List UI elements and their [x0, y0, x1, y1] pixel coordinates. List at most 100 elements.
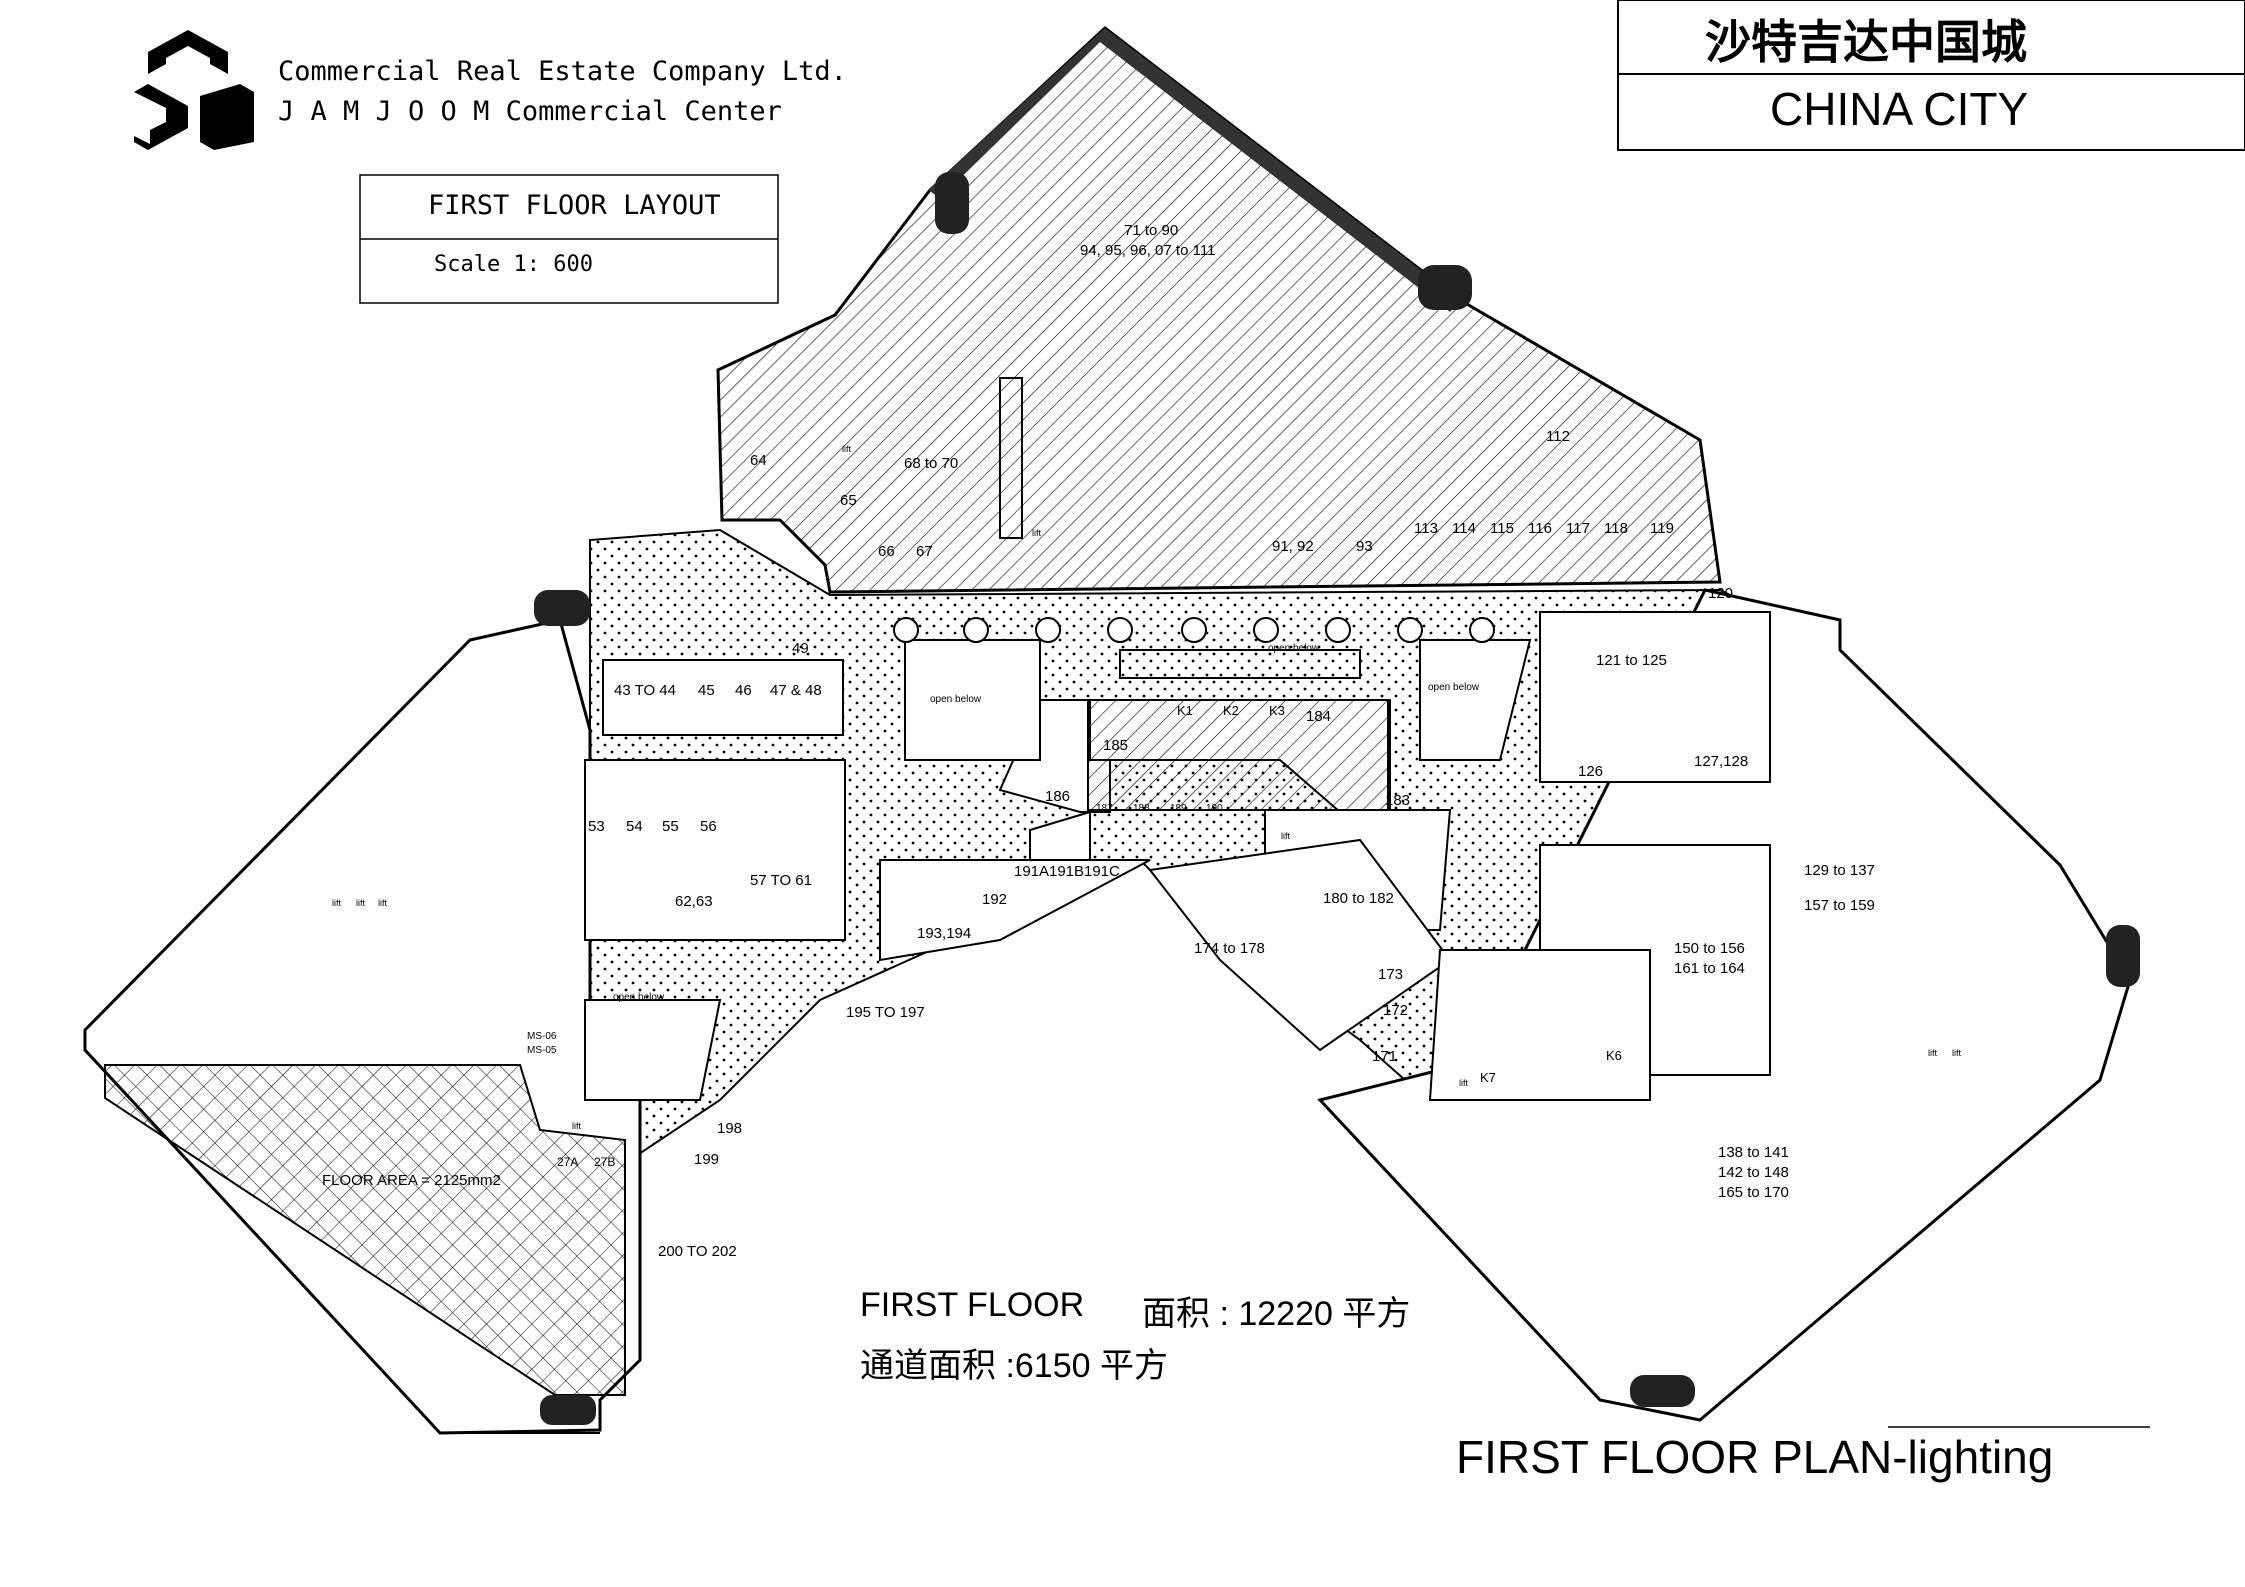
- unit-label: 47 & 48: [770, 682, 822, 699]
- unit-label: 150 to 156: [1674, 940, 1745, 957]
- unit-label: 190: [1206, 803, 1223, 814]
- open-below-label: open below: [930, 694, 982, 705]
- lift-label: lift: [378, 898, 387, 908]
- unit-label: 62,63: [675, 893, 713, 910]
- floor-area-zone: [104, 1064, 626, 1396]
- unit-label: 113: [1414, 520, 1438, 537]
- unit-label: K6: [1606, 1048, 1622, 1063]
- first-floor-area: 面积 : 12220 平方: [1142, 1295, 1411, 1333]
- shop-blocks: [584, 611, 1771, 1101]
- lift-label: lift: [1459, 1078, 1468, 1088]
- unit-label: 138 to 141: [1718, 1144, 1789, 1161]
- lift-label: lift: [842, 444, 851, 454]
- lift-label: lift: [1928, 1048, 1937, 1058]
- unit-label: 180 to 182: [1323, 890, 1394, 907]
- unit-label: 54: [626, 818, 643, 835]
- unit-label: 174 to 178: [1194, 940, 1265, 957]
- lift-label: lift: [1281, 831, 1290, 841]
- unit-label: 193,194: [917, 925, 972, 942]
- unit-label: 172: [1383, 1002, 1409, 1019]
- unit-label: 27A: [557, 1155, 579, 1169]
- unit-label: 119: [1650, 520, 1674, 537]
- unit-label: 27B: [594, 1155, 616, 1169]
- unit-label: 185: [1103, 737, 1129, 754]
- unit-label: 65: [840, 492, 857, 509]
- unit-label: 71 to 90: [1124, 222, 1179, 239]
- unit-label: 192: [982, 891, 1008, 908]
- project-title-english: CHINA CITY: [1770, 83, 2029, 135]
- unit-label: K1: [1177, 703, 1193, 718]
- layout-title: FIRST FLOOR LAYOUT: [428, 190, 721, 221]
- lift-label: lift: [1032, 528, 1041, 538]
- unit-label: 198: [717, 1120, 743, 1137]
- unit-label: 191B: [1049, 863, 1085, 880]
- unit-label: 195 TO 197: [846, 1004, 925, 1021]
- unit-label: 187: [1096, 803, 1113, 814]
- unit-label: 64: [750, 452, 767, 469]
- column-markers: [893, 617, 1495, 643]
- unit-label: 115: [1490, 520, 1514, 537]
- unit-label: 49: [792, 640, 809, 657]
- unit-label: 173: [1378, 966, 1404, 983]
- unit-label: 117: [1566, 520, 1590, 537]
- plan-title: FIRST FLOOR PLAN-lighting: [1456, 1431, 2054, 1483]
- unit-label: 91, 92: [1272, 538, 1314, 555]
- lift-label: lift: [332, 898, 341, 908]
- unit-label: 55: [662, 818, 679, 835]
- unit-label: 93: [1356, 538, 1373, 555]
- unit-label: K2: [1223, 703, 1239, 718]
- stair-cores: [534, 172, 2140, 1425]
- unit-label: 161 to 164: [1674, 960, 1745, 977]
- unit-label: 56: [700, 818, 717, 835]
- corridor-area: 通道面积 :6150 平方: [860, 1347, 1168, 1385]
- unit-label: 171: [1372, 1048, 1398, 1065]
- unit-label: 46: [735, 682, 752, 699]
- unit-label: MS-06: [527, 1031, 557, 1042]
- unit-label: 129 to 137: [1804, 862, 1875, 879]
- unit-label: 57 TO 61: [750, 872, 812, 889]
- unit-label: 68 to 70: [904, 455, 959, 472]
- unit-label: 45: [698, 682, 715, 699]
- project-title-chinese: 沙特吉达中国城: [1705, 16, 2027, 68]
- unit-label: 118: [1604, 520, 1628, 537]
- company-name: Commercial Real Estate Company Ltd.: [278, 56, 847, 87]
- unit-label: 199: [694, 1151, 720, 1168]
- unit-label: 43 TO 44: [614, 682, 676, 699]
- unit-label: 200 TO 202: [658, 1243, 737, 1260]
- unit-label: 186: [1045, 788, 1071, 805]
- unit-label: 67: [916, 543, 933, 560]
- unit-label: 191C: [1084, 863, 1120, 880]
- unit-label: K3: [1269, 703, 1285, 718]
- unit-label: 120: [1708, 585, 1734, 602]
- unit-label: 142 to 148: [1718, 1164, 1789, 1181]
- lift-label: lift: [1952, 1048, 1961, 1058]
- company-subtitle: J A M J O O M Commercial Center: [278, 96, 782, 127]
- unit-label: 188: [1133, 803, 1150, 814]
- company-logo: [134, 30, 254, 150]
- unit-label: 94, 95, 96, 07 to 111: [1080, 242, 1216, 259]
- unit-label: 121 to 125: [1596, 652, 1667, 669]
- scale-label: Scale 1: 600: [434, 252, 593, 277]
- unit-label: 127,128: [1694, 753, 1749, 770]
- first-floor-label: FIRST FLOOR: [860, 1286, 1085, 1324]
- unit-label: 165 to 170: [1718, 1184, 1789, 1201]
- open-below-label: open below: [1268, 643, 1320, 654]
- unit-label: 126: [1578, 763, 1604, 780]
- unit-label: 114: [1452, 520, 1476, 537]
- unit-label: MS-05: [527, 1045, 557, 1056]
- unit-label: 53: [588, 818, 605, 835]
- lift-label: lift: [356, 898, 365, 908]
- unit-label: 157 to 159: [1804, 897, 1875, 914]
- open-below-label: open below: [613, 992, 665, 1003]
- open-below-label: open below: [1428, 682, 1480, 693]
- unit-label: 184: [1306, 708, 1332, 725]
- unit-label: 112: [1546, 428, 1570, 445]
- unit-label: 191A: [1014, 863, 1050, 880]
- unit-label: 183: [1385, 792, 1411, 809]
- unit-label: 116: [1528, 520, 1552, 537]
- unit-label: 189: [1170, 803, 1187, 814]
- unit-label: K7: [1480, 1070, 1496, 1085]
- north-retail-block: [716, 26, 1722, 594]
- unit-label: 66: [878, 543, 895, 560]
